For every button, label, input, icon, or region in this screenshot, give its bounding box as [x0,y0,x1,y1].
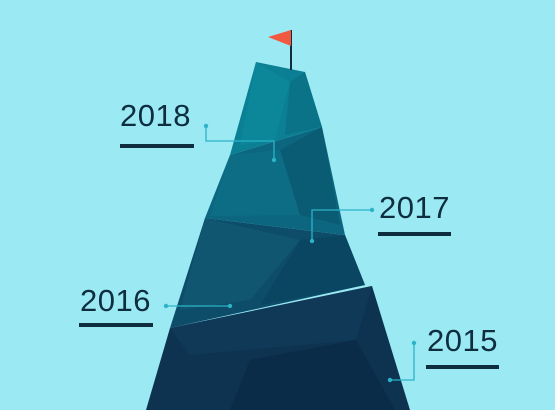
mountain-facet [285,72,322,135]
year-label-2016: 2016 [80,283,151,318]
flag-icon [268,30,292,70]
mountain-facet [260,235,365,305]
year-underline [378,232,451,236]
mountain-facet [180,218,300,310]
year-underline [79,323,153,327]
year-underline [120,144,194,148]
mountain-facet [210,150,300,216]
connector-2016 [163,303,233,309]
year-label-2018: 2018 [120,98,191,133]
year-label-2015: 2015 [427,323,498,358]
mountain-facet [230,340,395,410]
connector-2017 [309,207,375,244]
connector-2018 [203,123,277,163]
connector-2015 [387,340,417,383]
mountain-facet [240,62,290,145]
mountain-facet [170,286,372,355]
mountain-facet [280,127,340,225]
year-underline [426,365,499,369]
year-label-2017: 2017 [379,190,450,225]
